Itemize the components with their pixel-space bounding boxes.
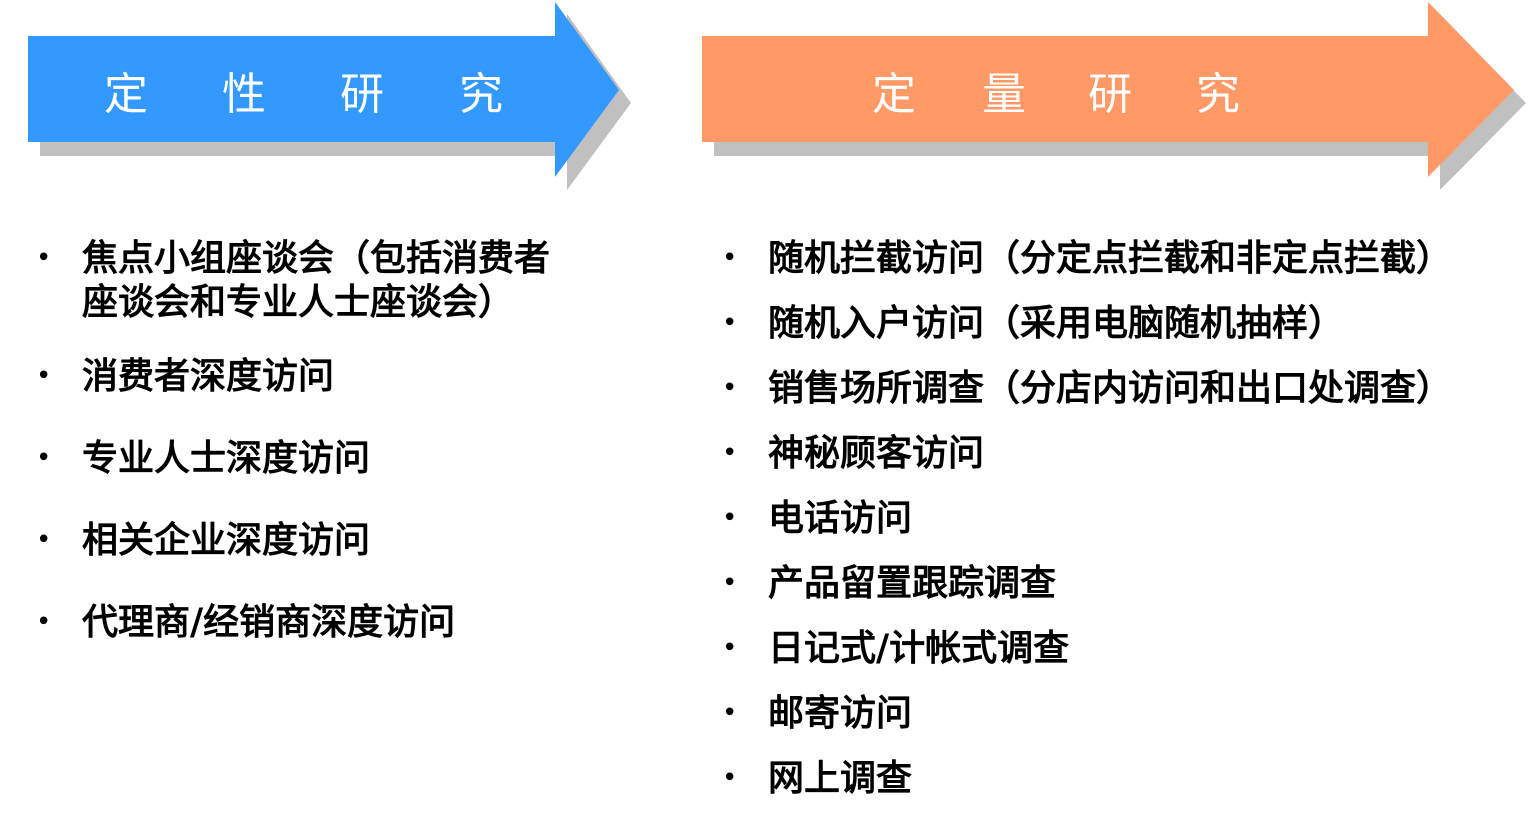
- quantitative-research-arrow: 定 量 研 究: [0, 0, 1529, 200]
- quantitative-title-char-4: 究: [1196, 69, 1240, 120]
- bullet-icon: •: [722, 698, 738, 728]
- list-item: • 焦点小组座谈会（包括消费者座谈会和专业人士座谈会）: [36, 236, 572, 324]
- bullet-icon: •: [36, 607, 52, 637]
- list-item: • 销售场所调查（分店内访问和出口处调查）: [722, 366, 1488, 410]
- list-item-text: 随机入户访问（采用电脑随机抽样）: [768, 302, 1345, 344]
- bullet-icon: •: [722, 373, 738, 403]
- list-item-text: 随机拦截访问（分定点拦截和非定点拦截）: [768, 237, 1453, 279]
- list-item: • 电话访问: [722, 496, 1488, 540]
- bullet-icon: •: [722, 243, 738, 273]
- list-item-text: 代理商/经销商深度访问: [82, 601, 456, 643]
- bullet-icon: •: [36, 243, 52, 273]
- quantitative-title-char-1: 定: [872, 69, 916, 120]
- list-item: • 神秘顾客访问: [722, 431, 1488, 475]
- list-item: • 代理商/经销商深度访问: [36, 600, 572, 644]
- list-item: • 相关企业深度访问: [36, 518, 572, 562]
- list-item: • 邮寄访问: [722, 691, 1488, 735]
- list-item: • 消费者深度访问: [36, 354, 572, 398]
- list-item-text: 产品留置跟踪调查: [768, 562, 1057, 604]
- quantitative-arrow-shape: [702, 2, 1526, 190]
- list-item: • 产品留置跟踪调查: [722, 561, 1488, 605]
- list-item-text: 消费者深度访问: [82, 355, 335, 397]
- list-item: • 专业人士深度访问: [36, 436, 572, 480]
- list-item-text: 专业人士深度访问: [82, 437, 371, 479]
- bullet-icon: •: [36, 525, 52, 555]
- qualitative-title-char-2: 性: [222, 69, 266, 120]
- qualitative-method-list: • 焦点小组座谈会（包括消费者座谈会和专业人士座谈会） • 消费者深度访问 • …: [36, 236, 572, 644]
- qualitative-research-arrow: 定 性 研 究: [0, 0, 640, 200]
- bullet-icon: •: [722, 633, 738, 663]
- bullet-icon: •: [722, 438, 738, 468]
- list-item: • 网上调查: [722, 756, 1488, 800]
- quantitative-arrow-body: [702, 2, 1514, 177]
- list-item-text: 日记式/计帐式调查: [768, 627, 1070, 669]
- list-item-text: 电话访问: [768, 497, 913, 539]
- qualitative-arrow-body: [28, 2, 619, 177]
- bullet-icon: •: [722, 308, 738, 338]
- qualitative-title-char-1: 定: [104, 69, 148, 120]
- list-item-text: 神秘顾客访问: [768, 432, 985, 474]
- list-item-text: 销售场所调查（分店内访问和出口处调查）: [768, 367, 1453, 409]
- bullet-icon: •: [36, 361, 52, 391]
- list-item: • 日记式/计帐式调查: [722, 626, 1488, 670]
- bullet-icon: •: [722, 763, 738, 793]
- bullet-icon: •: [722, 568, 738, 598]
- bullet-icon: •: [36, 443, 52, 473]
- list-item-text: 网上调查: [768, 757, 913, 799]
- quantitative-title-char-2: 量: [982, 69, 1026, 120]
- list-item-text: 邮寄访问: [768, 692, 913, 734]
- list-item-text: 焦点小组座谈会（包括消费者座谈会和专业人士座谈会）: [82, 237, 551, 323]
- list-item-text: 相关企业深度访问: [82, 519, 371, 561]
- list-item: • 随机拦截访问（分定点拦截和非定点拦截）: [722, 236, 1488, 280]
- qualitative-title-char-4: 究: [459, 69, 503, 120]
- bullet-icon: •: [722, 503, 738, 533]
- qualitative-arrow-shape: [28, 2, 631, 190]
- qualitative-title-char-3: 研: [340, 69, 384, 120]
- quantitative-title-char-3: 研: [1088, 69, 1132, 120]
- list-item: • 随机入户访问（采用电脑随机抽样）: [722, 301, 1488, 345]
- quantitative-method-list: • 随机拦截访问（分定点拦截和非定点拦截） • 随机入户访问（采用电脑随机抽样）…: [722, 236, 1488, 800]
